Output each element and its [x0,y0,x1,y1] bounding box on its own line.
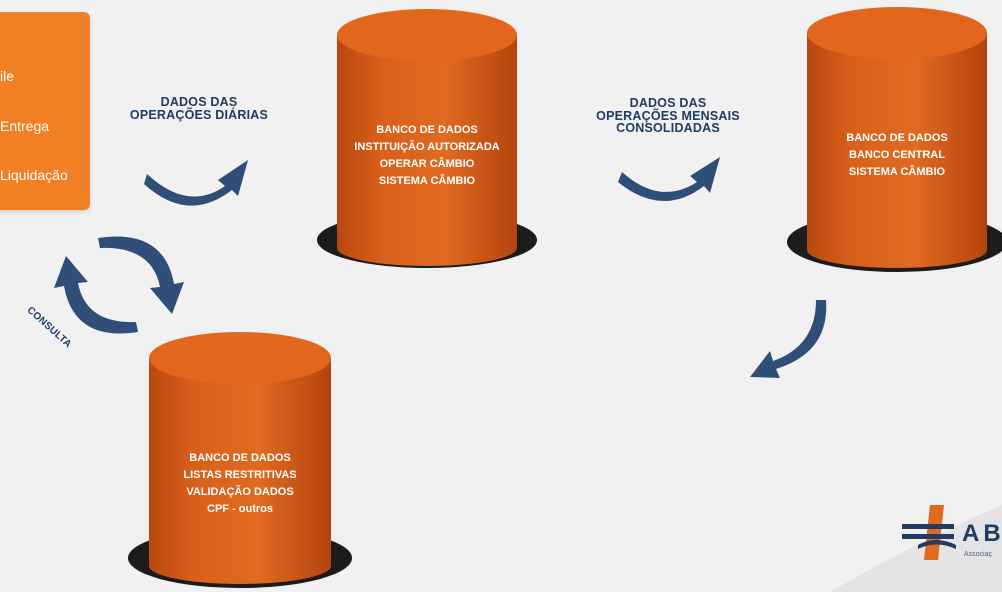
daily-ops-label: DADOS DAS OPERAÇÕES DIÁRIAS [118,96,280,122]
database-cylinder-central-bank [787,7,1002,272]
database-cylinder-restrictive [128,332,352,588]
database-text-restrictive: BANCO DE DADOS LISTAS RESTRITIVAS VALIDA… [152,450,328,518]
logo-text: AB [962,520,1002,547]
process-item: Liquidação [0,167,68,183]
curved-arrow-icon [750,300,827,378]
monthly-ops-label: DADOS DAS OPERAÇÕES MENSAIS CONSOLIDADAS [578,97,758,135]
database-text-institution: BANCO DE DADOS INSTITUIÇÃO AUTORIZADA OP… [340,122,514,190]
database-line: LISTAS RESTRITIVAS [183,469,297,481]
database-line: CPF - outros [207,503,273,515]
database-line: SISTEMA CÂMBIO [378,175,476,187]
curved-arrow-icon [144,160,248,206]
database-text-central-bank: BANCO DE DADOS BANCO CENTRAL SISTEMA CÂM… [812,130,982,181]
curved-arrow-icon [618,157,720,202]
label-line: DADOS DAS [629,96,707,110]
process-box: ile Entrega Liquidação [0,12,90,210]
cycle-arrows-icon [54,236,184,334]
database-cylinder-institution [317,9,537,268]
abecip-logo-icon [902,505,956,560]
database-line: BANCO DE DADOS [189,452,291,464]
database-line: INSTITUIÇÃO AUTORIZADA [354,141,500,153]
database-line: BANCO DE DADOS [376,124,478,136]
database-line: SISTEMA CÂMBIO [848,166,946,178]
database-line: OPERAR CÂMBIO [379,158,475,170]
label-line: OPERAÇÕES DIÁRIAS [129,108,269,122]
label-line: CONSOLIDADAS [616,121,720,135]
database-line: BANCO CENTRAL [849,149,945,161]
label-line: DADOS DAS [160,95,238,109]
label-line: OPERAÇÕES MENSAIS [596,108,740,123]
database-line: VALIDAÇÃO DADOS [186,486,294,498]
process-item: Entrega [0,118,50,134]
database-line: BANCO DE DADOS [846,132,948,144]
logo-subtitle: Associaç [964,551,993,558]
process-item: ile [0,68,15,84]
